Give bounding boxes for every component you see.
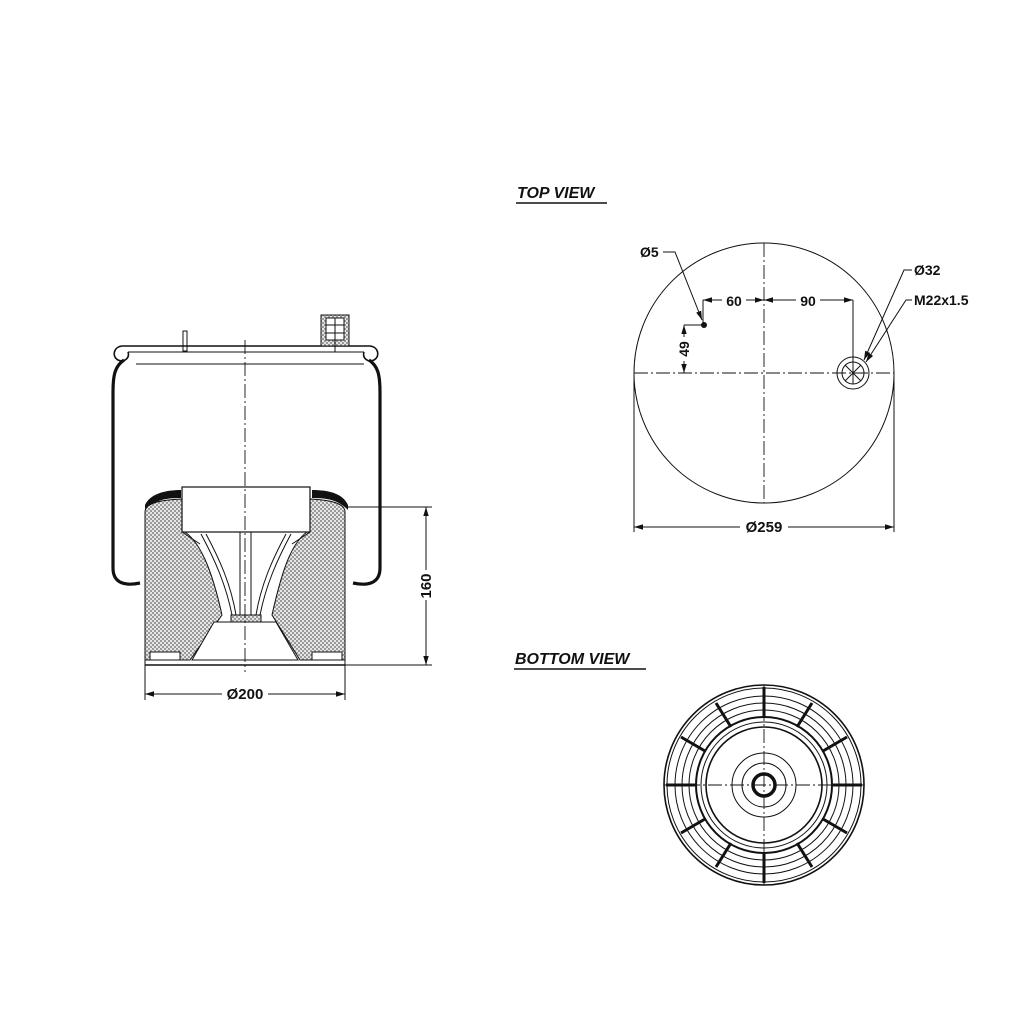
port-diameter-label: Ø32 <box>914 262 941 278</box>
offset-vertical-label: 49 <box>676 341 692 357</box>
top-view-title: TOP VIEW <box>517 185 596 202</box>
offset-right-label: 90 <box>800 293 816 309</box>
outer-diameter-label: Ø259 <box>746 519 783 536</box>
thread-label: M22x1.5 <box>914 292 969 308</box>
bottom-view-title: BOTTOM VIEW <box>515 651 631 668</box>
piston-diameter-dimension: Ø200 <box>144 665 346 703</box>
air-port <box>836 356 870 390</box>
height-dimension-label: 160 <box>418 573 435 598</box>
height-dimension: 160 <box>345 506 435 666</box>
bellows <box>111 358 382 586</box>
top-plate <box>113 345 379 365</box>
piston-diameter-label: Ø200 <box>227 686 264 703</box>
bottom-view: BOTTOM VIEW <box>514 651 865 886</box>
air-fitting <box>320 314 350 352</box>
side-view: 160 Ø200 <box>111 314 435 703</box>
top-view: TOP VIEW Ø5 60 90 49 Ø32 <box>516 185 969 536</box>
mounting-stud <box>182 330 188 352</box>
piston <box>144 486 346 666</box>
hole-diameter-label: Ø5 <box>640 244 659 260</box>
offset-left-label: 60 <box>726 293 742 309</box>
